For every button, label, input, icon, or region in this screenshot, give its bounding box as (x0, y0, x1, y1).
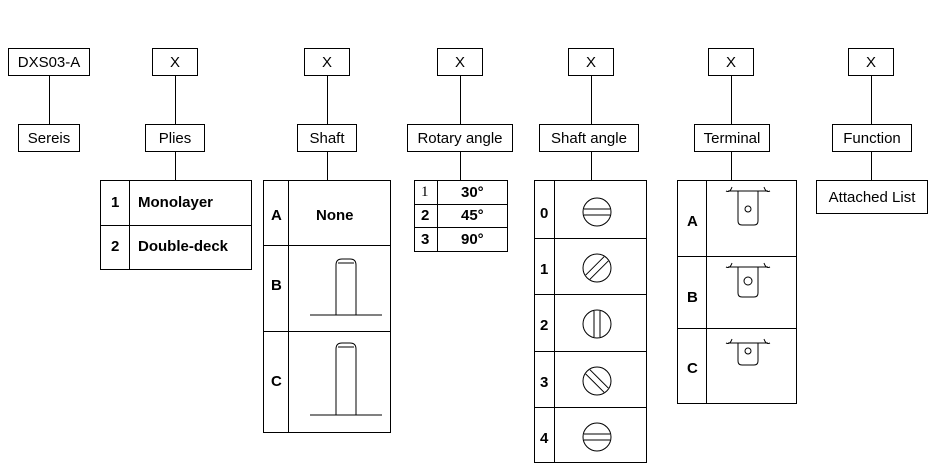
connector-shaft (327, 76, 328, 124)
short-shaft-icon (310, 258, 382, 316)
shaft-code-a: A (271, 207, 282, 224)
rotary-code-3: 3 (421, 231, 430, 248)
label-series: Sereis (18, 124, 80, 152)
label-shaft: Shaft (297, 124, 357, 152)
terminal-code-c: C (687, 360, 698, 377)
shaft-name-none: None (316, 207, 354, 224)
plies-code-1: 1 (111, 194, 120, 211)
shaft-angle-code-3: 3 (540, 374, 549, 391)
code-box-terminal: X (708, 48, 754, 76)
slot-45deg-icon (582, 253, 612, 283)
connector-terminal (731, 76, 732, 124)
connector-series (49, 76, 50, 124)
shaft-table: A None B C (263, 180, 391, 433)
plies-name-1: Monolayer (138, 194, 214, 211)
plies-code-2: 2 (111, 238, 120, 255)
label-shaft-angle: Shaft angle (539, 124, 639, 152)
slot-90deg-icon (582, 309, 612, 339)
label-plies: Plies (145, 124, 205, 152)
label-rotary-angle: Rotary angle (407, 124, 513, 152)
rotary-code-1: 1 (421, 184, 429, 200)
shaft-angle-table: 0 1 2 3 4 (534, 180, 647, 463)
shaft-angle-code-0: 0 (540, 205, 549, 222)
rotary-value-45: 45° (461, 207, 484, 224)
connector-terminal-table (731, 152, 732, 180)
shaft-code-c: C (271, 373, 282, 390)
long-shaft-icon (310, 342, 382, 416)
rotary-value-30: 30° (461, 184, 484, 201)
shaft-angle-code-4: 4 (540, 430, 549, 447)
shaft-angle-code-2: 2 (540, 317, 549, 334)
connector-shaft-angle-table (591, 152, 592, 180)
connector-function-table (871, 152, 872, 180)
label-terminal: Terminal (694, 124, 770, 152)
shaft-code-b: B (271, 277, 282, 294)
code-box-shaft-angle: X (568, 48, 614, 76)
connector-rotary-angle (460, 76, 461, 124)
slot-135deg-icon (582, 366, 612, 396)
terminal-table: A B C (677, 180, 797, 404)
connector-function (871, 76, 872, 124)
terminal-b-icon (725, 262, 771, 298)
slot-180deg-icon (582, 422, 612, 452)
connector-shaft-table (327, 152, 328, 180)
connector-plies-table (175, 152, 176, 180)
shaft-angle-code-1: 1 (540, 261, 549, 278)
code-box-function: X (848, 48, 894, 76)
code-box-rotary-angle: X (437, 48, 483, 76)
code-box-series: DXS03-A (8, 48, 90, 76)
rotary-angle-table: 1 30° 2 45° 3 90° (414, 180, 508, 252)
rotary-code-2: 2 (421, 207, 430, 224)
plies-table: 1 Monolayer 2 Double-deck (100, 180, 252, 270)
label-function: Function (832, 124, 912, 152)
plies-name-2: Double-deck (138, 238, 229, 255)
code-box-plies: X (152, 48, 198, 76)
connector-plies (175, 76, 176, 124)
function-attached-list: Attached List (816, 180, 928, 214)
code-box-shaft: X (304, 48, 350, 76)
terminal-code-a: A (687, 213, 698, 230)
terminal-code-b: B (687, 289, 698, 306)
terminal-c-icon (725, 338, 771, 366)
connector-rotary-table (460, 152, 461, 180)
rotary-value-90: 90° (461, 231, 484, 248)
terminal-a-icon (725, 186, 771, 226)
connector-shaft-angle (591, 76, 592, 124)
slot-0deg-icon (582, 197, 612, 227)
